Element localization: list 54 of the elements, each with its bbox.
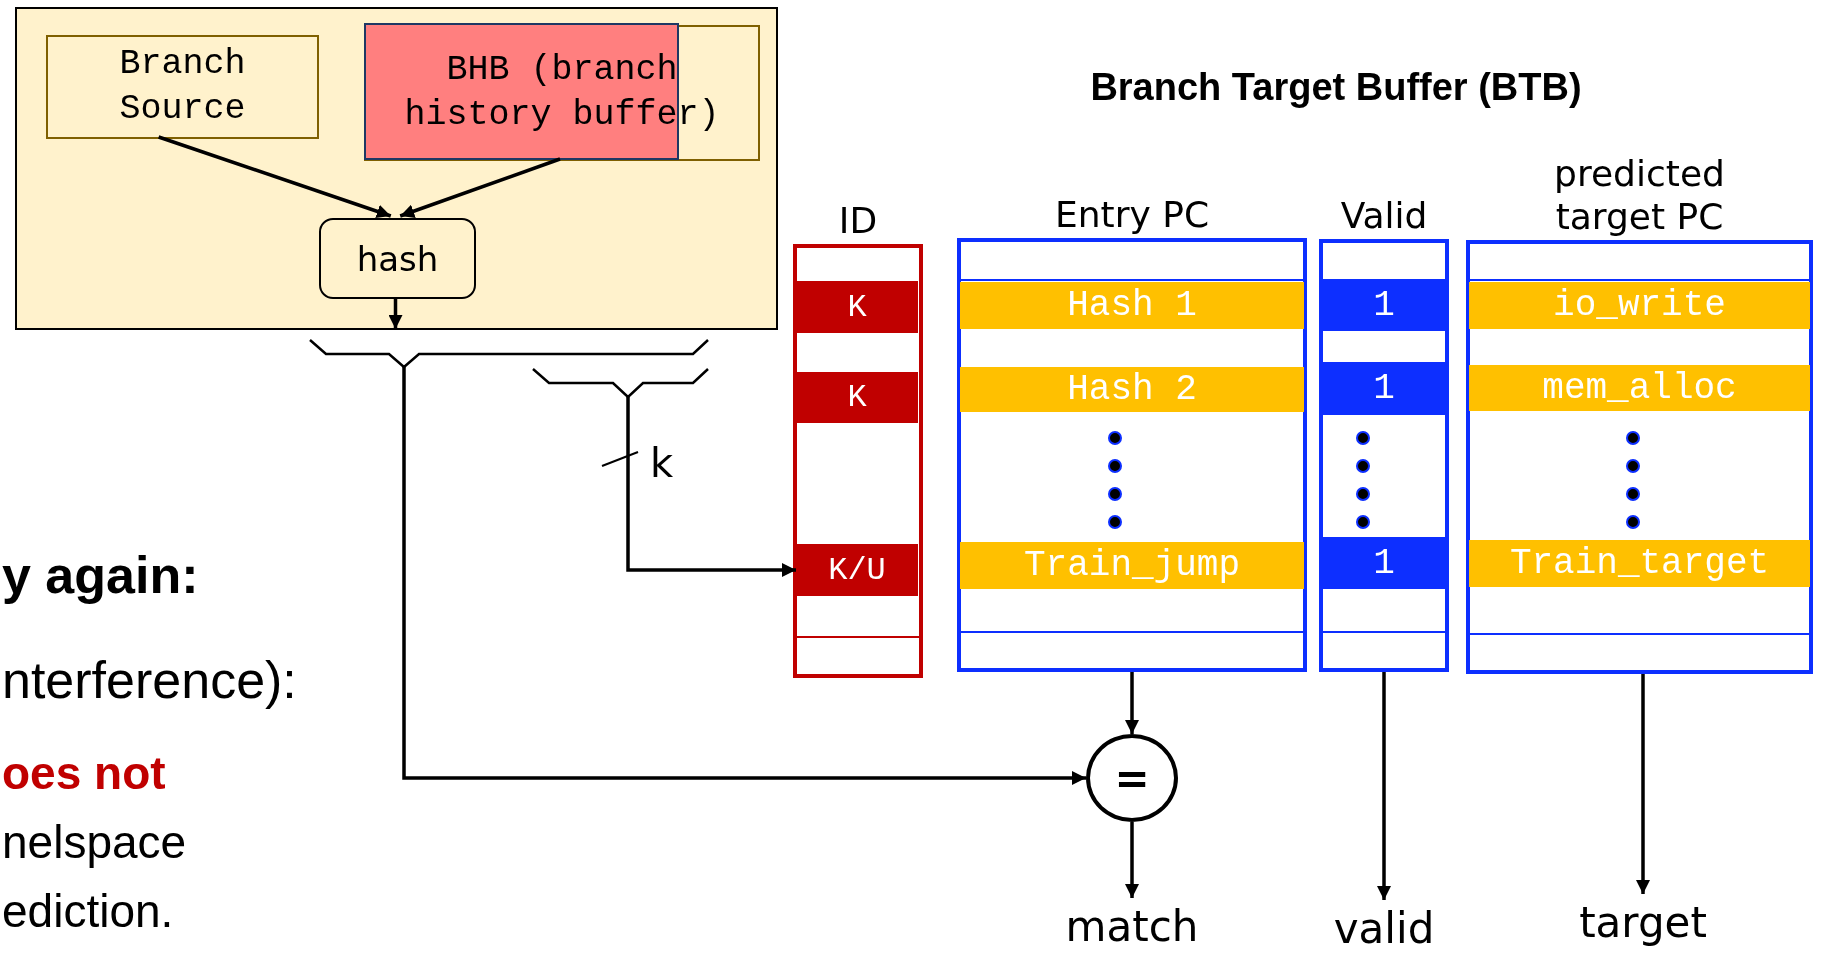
node-label: K: [847, 288, 867, 326]
arrow: [388, 297, 403, 329]
slide-text: nelspace: [2, 815, 187, 869]
output-label: match: [1040, 898, 1224, 954]
node-label: 1: [1373, 284, 1395, 326]
arrow: [1125, 822, 1139, 898]
table-entry: [1469, 365, 1810, 411]
arrow: [158, 135, 392, 219]
node-label: Hash 2: [1067, 369, 1197, 410]
slide-text: oes not: [2, 746, 166, 800]
slide-text: ediction.: [2, 884, 174, 938]
node-label: hash: [356, 238, 439, 279]
table-entry: [960, 282, 1304, 329]
node-label: Train_target: [1509, 543, 1770, 584]
slide-text: nterference):: [2, 650, 297, 710]
node-label: io_write: [1553, 285, 1726, 326]
table-entry: [960, 367, 1304, 412]
node-label: K/U: [828, 551, 886, 589]
diagram-title: Branch Target Buffer (BTB): [1089, 66, 1583, 109]
column-header: Valid: [1340, 193, 1428, 238]
node-label: Branch Source: [118, 42, 247, 131]
arrow: [402, 367, 1086, 785]
node-label: mem_alloc: [1542, 367, 1737, 409]
process-box: [364, 25, 760, 161]
process-box: [319, 218, 476, 299]
node-label: K: [847, 379, 867, 416]
arrow: [1636, 674, 1650, 894]
arrow: [626, 397, 796, 577]
column-header: predicted target PC: [1553, 151, 1726, 239]
node-label: Train_jump: [1023, 545, 1240, 586]
table-entry: [960, 542, 1304, 589]
table-entry: [1469, 540, 1810, 587]
arrow: [1125, 672, 1139, 734]
bus-width-label: k: [650, 440, 674, 486]
operator-symbol: =: [1114, 753, 1150, 803]
arrow: [399, 157, 561, 218]
table-entry: [1322, 362, 1446, 415]
column-header: Entry PC: [1054, 192, 1210, 237]
node-label: 1: [1373, 368, 1395, 409]
process-box: [46, 35, 319, 139]
output-label: target: [1568, 894, 1718, 950]
output-label: valid: [1314, 900, 1454, 956]
table-entry: [796, 372, 918, 423]
table-entry: [796, 544, 918, 596]
arrow: [1377, 672, 1391, 900]
column-header: ID: [838, 198, 878, 243]
slide-text: y again:: [2, 545, 199, 605]
module-box: [15, 7, 778, 330]
table-entry: [1322, 537, 1446, 589]
table-entry: [1322, 279, 1446, 331]
table-entry: [1469, 282, 1810, 329]
table-entry: [796, 281, 918, 333]
node-label: Hash 1: [1067, 285, 1197, 326]
node-label: 1: [1373, 542, 1395, 584]
